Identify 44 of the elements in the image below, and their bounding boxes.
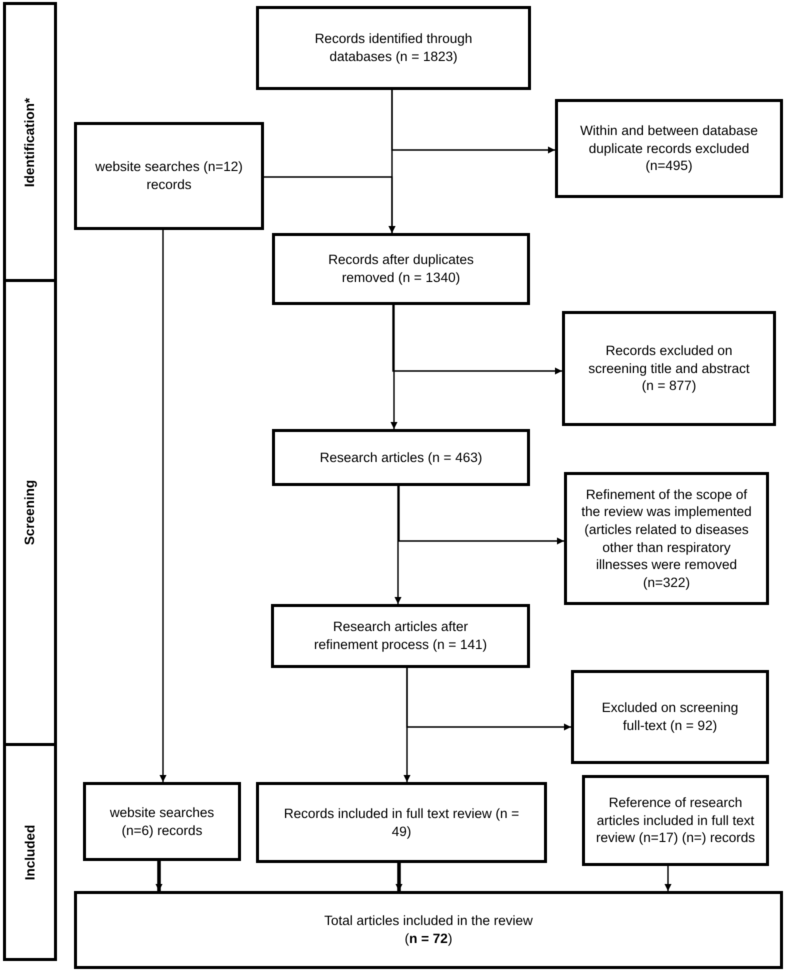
stage-band [3, 743, 57, 961]
box-text: Records excluded on screening title and abstract (n = 877) [587, 342, 751, 395]
process-box [582, 775, 769, 866]
process-box [562, 311, 776, 426]
box-text: Reference of research articles included in full text review (n=17) (n=) records [594, 794, 756, 847]
arrow [160, 230, 166, 782]
box-text: Records after duplicates removed (n = 1340) [327, 251, 475, 287]
process-box [271, 604, 530, 668]
box-text: website searches (n=12) records [94, 158, 244, 194]
box-text: Total articles included in the review [324, 912, 533, 930]
arrow [264, 176, 396, 233]
arrow [404, 668, 410, 782]
process-box [571, 670, 769, 764]
box-text: Refinement of the scope of the review was implemented (articles related to diseases other than respiratory illnesses were removed (n=322) [580, 486, 753, 592]
arrow [394, 486, 402, 604]
stage-label: Screening [22, 480, 38, 546]
stage-label: Included [22, 824, 38, 880]
process-box [74, 122, 264, 230]
box-text: Research articles (n = 463) [320, 448, 482, 466]
arrow [156, 861, 162, 891]
process-box [272, 429, 530, 486]
process-box [74, 891, 783, 969]
box-text: Excluded on screening full-text (n = 92) [600, 699, 740, 735]
arrow [398, 486, 564, 544]
arrow [390, 305, 398, 429]
stage-band [3, 279, 57, 746]
box-text: website searches (n=6) records [108, 804, 216, 840]
process-box [256, 6, 531, 90]
stage-band [3, 2, 57, 282]
arrow [392, 305, 562, 374]
box-text: Records identified through databases (n = 1823) [314, 30, 474, 66]
stage-label: Identification* [22, 97, 38, 187]
box-text: Within and between database duplicate records excluded (n=495) [579, 122, 759, 175]
process-box [564, 472, 769, 605]
box-text: Research articles after refinement process (n = 141) [313, 618, 488, 654]
box-text: Records included in full text review (n = 49) [282, 804, 520, 840]
process-box [555, 99, 783, 198]
process-box [83, 782, 241, 861]
arrow [391, 90, 555, 154]
arrow [664, 866, 672, 891]
process-box [256, 782, 547, 863]
box-text: (n = 72) [404, 930, 452, 948]
process-box [272, 233, 530, 305]
arrow [396, 863, 402, 891]
